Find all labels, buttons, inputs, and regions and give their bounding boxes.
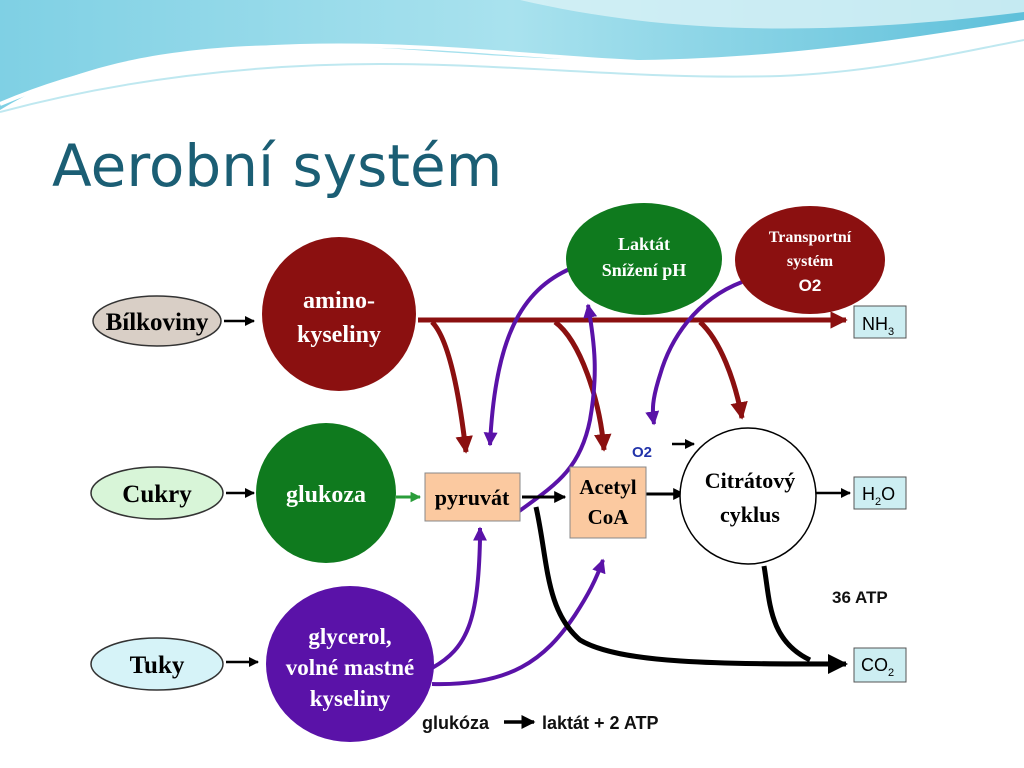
glycerol-line-3: kyseliny [310, 686, 391, 711]
arrow-lactate-to-pyruvate [483, 266, 573, 447]
h2o-output: H2O [853, 476, 907, 510]
h2o-subscript: 2 [875, 496, 881, 508]
glycerol-node: glycerol, volné mastné kyseliny [266, 586, 434, 742]
glucose-label: glukoza [286, 482, 366, 508]
nh3-output: NH3 [853, 305, 907, 339]
arrow-amino-to-acetyl [553, 319, 612, 452]
pyruvate-label: pyruvát [435, 485, 510, 510]
source-proteins: Bílkoviny [92, 295, 222, 347]
arrow-pyruvate-to-co2 [533, 506, 848, 674]
lactate-line-2: Snížení pH [602, 260, 687, 280]
nh3-subscript: 3 [888, 326, 894, 338]
arrow-fatty-acids-to-acetyl [431, 558, 606, 687]
arrow-citrate-to-co2 [761, 565, 812, 663]
citrate-cycle-node: Citrátový cyklus [679, 427, 817, 565]
proteins-oval [92, 295, 222, 347]
citrate-line-1: Citrátový [705, 468, 795, 493]
fats-label: Tuky [130, 652, 185, 679]
h2o-h: H [862, 484, 875, 504]
transport-system-node: Transportní systém O2 [735, 206, 885, 314]
arrow-pyruvate-to-lactate [516, 303, 598, 514]
acetyl-line-2: CoA [588, 505, 630, 529]
transport-circle [735, 206, 885, 314]
glycolysis-right-label: laktát + 2 ATP [542, 713, 659, 733]
h2o-box [853, 476, 907, 510]
citrate-circle [679, 427, 817, 565]
glycerol-line-2: volné mastné [286, 655, 414, 680]
amino-acids-circle [262, 237, 416, 391]
amino-line-1: amino- [303, 288, 375, 314]
citrate-line-2: cyklus [720, 502, 780, 527]
nh3-label: NH3 [862, 314, 894, 338]
lactate-line-1: Laktát [618, 234, 670, 254]
glycerol-line-1: glycerol, [308, 624, 391, 649]
arrow-transport-to-o2 [645, 280, 743, 426]
o2-label: O2 [632, 444, 652, 461]
slide-title: Aerobní systém [52, 132, 503, 200]
lactate-node: Laktát Snížení pH [566, 203, 722, 315]
header-wave-banner [0, 0, 1024, 113]
sugars-oval [90, 466, 224, 520]
h2o-o: O [881, 484, 895, 504]
pyruvate-box [424, 472, 521, 522]
transport-line-3: O2 [799, 276, 822, 295]
co2-subscript: 2 [888, 667, 894, 679]
pyruvate-node: pyruvát [424, 472, 521, 522]
co2-main: CO [861, 655, 888, 675]
co2-label: CO2 [861, 655, 894, 679]
source-sugars: Cukry [90, 466, 224, 520]
proteins-label: Bílkoviny [106, 309, 209, 336]
glucose-node: glukoza [256, 423, 396, 563]
co2-box [853, 647, 907, 683]
amino-line-2: kyseliny [297, 322, 381, 348]
h2o-label: H2O [862, 484, 895, 508]
glucose-circle [256, 423, 396, 563]
co2-output: CO2 [853, 647, 907, 683]
arrow-amino-to-pyruvate [430, 320, 473, 454]
acetyl-box [569, 466, 647, 539]
glycolysis-left-label: glukóza [422, 713, 490, 733]
source-fats: Tuky [90, 637, 224, 691]
transport-line-1: Transportní [769, 229, 852, 246]
arrow-glycerol-to-pyruvate [431, 526, 487, 670]
glycerol-circle [266, 586, 434, 742]
acetyl-line-1: Acetyl [579, 475, 636, 499]
amino-acids-node: amino- kyseliny [262, 237, 416, 391]
transport-line-2: systém [787, 253, 834, 270]
arrow-amino-to-citrate [698, 320, 748, 420]
nh3-main: NH [862, 314, 888, 334]
sugars-label: Cukry [122, 481, 192, 508]
atp-label: 36 ATP [832, 588, 888, 607]
acetyl-coa-node: Acetyl CoA [569, 466, 647, 539]
nh3-box [853, 305, 907, 339]
fats-oval [90, 637, 224, 691]
lactate-circle [566, 203, 722, 315]
